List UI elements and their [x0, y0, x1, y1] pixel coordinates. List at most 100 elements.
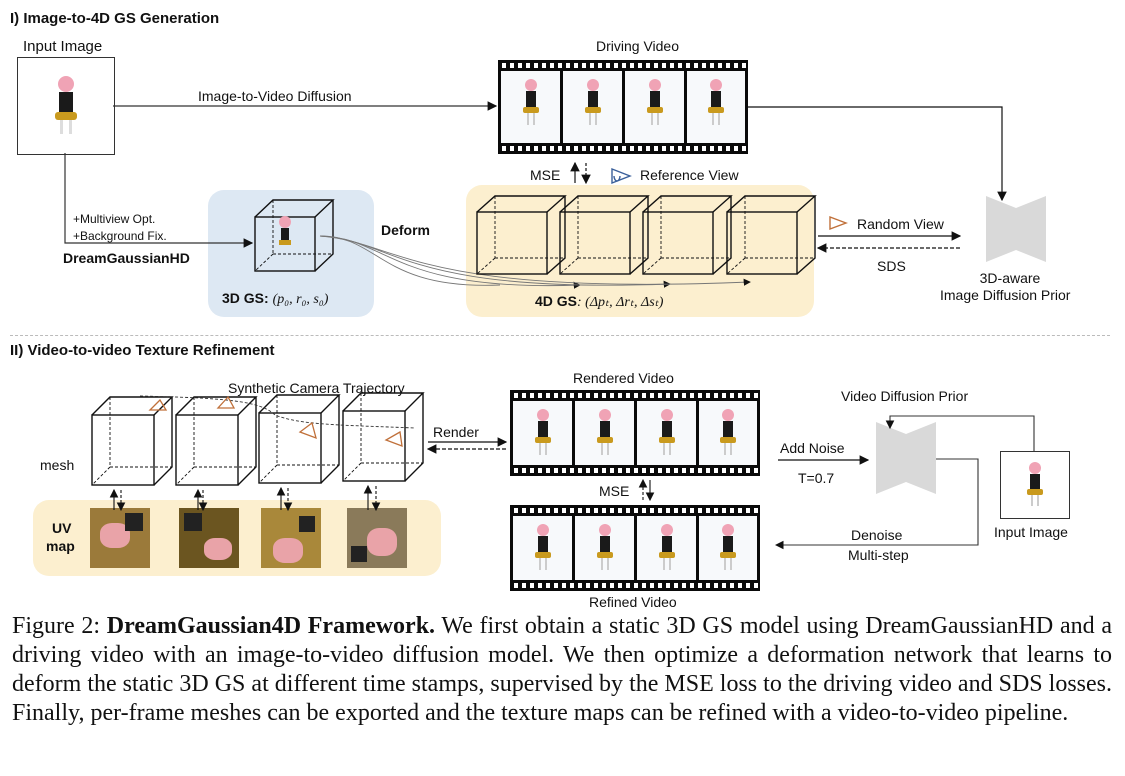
sprocket-hole — [586, 508, 590, 513]
sprocket-hole — [514, 468, 518, 473]
sprocket-hole — [518, 146, 522, 151]
sprocket-hole — [666, 508, 670, 513]
sprocket-hole — [730, 583, 734, 588]
sprocket-hole — [574, 146, 578, 151]
sprocket-hole — [742, 146, 746, 151]
character-figure — [657, 524, 677, 574]
video-frame — [699, 516, 757, 580]
sprocket-hole — [590, 63, 594, 68]
sprocket-hole — [534, 146, 538, 151]
sprocket-hole — [566, 146, 570, 151]
sprocket-hole — [738, 583, 742, 588]
character-figure — [706, 79, 726, 129]
sprocket-hole — [554, 393, 558, 398]
section-1-title: I) Image-to-4D GS Generation — [10, 10, 220, 27]
video-frame — [501, 71, 560, 143]
sprocket-hole — [634, 583, 638, 588]
sprocket-hole — [722, 583, 726, 588]
input-image — [17, 57, 115, 155]
refined-video-filmstrip — [510, 505, 760, 591]
sprocket-hole — [670, 146, 674, 151]
multistep-label: Multi-step — [848, 547, 909, 563]
random-view-camera-icon — [829, 215, 848, 231]
sprocket-hole — [722, 468, 726, 473]
sprocket-hole — [746, 468, 750, 473]
input-image-label: Input Image — [23, 38, 103, 55]
sprocket-hole — [682, 583, 686, 588]
mse-label-top: MSE — [530, 167, 561, 183]
sprocket-hole — [554, 468, 558, 473]
sprocket-hole — [642, 508, 646, 513]
sprocket-hole — [582, 63, 586, 68]
sprocket-hole — [706, 393, 710, 398]
trajectory-label: Synthetic Camera Trajectory — [228, 380, 405, 396]
sprocket-hole — [650, 468, 654, 473]
gs4d-cube — [476, 195, 567, 275]
mesh-cube — [175, 396, 258, 486]
mse-label-bottom: MSE — [599, 483, 630, 499]
sprocket-hole — [538, 468, 542, 473]
multiview-opt-label: +Multiview Opt. — [73, 212, 156, 226]
gs4d-cube — [642, 195, 733, 275]
sprocket-hole — [514, 583, 518, 588]
gs3d-cube — [254, 199, 335, 272]
denoise-label: Denoise — [851, 527, 903, 543]
uv-label-line1: UV — [52, 520, 72, 536]
sprocket-hole — [754, 393, 758, 398]
sprocket-hole — [610, 468, 614, 473]
sprocket-hole — [746, 583, 750, 588]
sprocket-hole — [606, 63, 610, 68]
sprocket-hole — [546, 468, 550, 473]
image-diffusion-prior-shape — [986, 196, 1046, 262]
sprocket-hole — [602, 393, 606, 398]
sprocket-hole — [522, 508, 526, 513]
sprocket-hole — [634, 508, 638, 513]
sprocket-hole — [714, 468, 718, 473]
sprocket-hole — [690, 583, 694, 588]
deform-label: Deform — [381, 222, 431, 238]
sprocket-hole — [666, 468, 670, 473]
sprocket-hole — [714, 393, 718, 398]
sprocket-hole — [514, 393, 518, 398]
sprocket-hole — [746, 393, 750, 398]
sprocket-hole — [698, 393, 702, 398]
video-diffusion-prior-shape — [876, 422, 936, 494]
sprocket-hole — [642, 583, 646, 588]
sprocket-hole — [682, 508, 686, 513]
sprocket-hole — [570, 508, 574, 513]
sprocket-hole — [626, 508, 630, 513]
video-frame — [699, 401, 757, 465]
sprocket-hole — [686, 146, 690, 151]
sprocket-hole — [718, 146, 722, 151]
sds-label: SDS — [877, 258, 906, 274]
sprocket-hole — [726, 63, 730, 68]
video-frame — [575, 516, 634, 580]
sprocket-hole — [562, 508, 566, 513]
add-noise-label: Add Noise — [780, 440, 845, 456]
random-view-label: Random View — [857, 216, 944, 232]
rendered-video-filmstrip — [510, 390, 760, 476]
sprocket-hole — [562, 583, 566, 588]
sprocket-hole — [646, 146, 650, 151]
sprocket-hole — [590, 146, 594, 151]
sprocket-hole — [602, 583, 606, 588]
sprocket-hole — [674, 508, 678, 513]
sprocket-hole — [730, 393, 734, 398]
sprocket-hole — [566, 63, 570, 68]
sprocket-hole — [698, 508, 702, 513]
sprocket-hole — [586, 583, 590, 588]
sprocket-hole — [698, 583, 702, 588]
video-frame — [563, 71, 622, 143]
sprocket-hole — [674, 468, 678, 473]
sprocket-hole — [610, 393, 614, 398]
sprocket-hole — [674, 583, 678, 588]
sprocket-hole — [682, 393, 686, 398]
sprocket-hole — [710, 63, 714, 68]
gs4d-cube — [726, 195, 817, 275]
sprocket-hole — [574, 63, 578, 68]
sprocket-hole — [602, 468, 606, 473]
sprocket-hole — [742, 63, 746, 68]
deform-curves — [319, 235, 751, 289]
refined-video-label: Refined Video — [589, 594, 677, 610]
sprocket-hole — [618, 393, 622, 398]
